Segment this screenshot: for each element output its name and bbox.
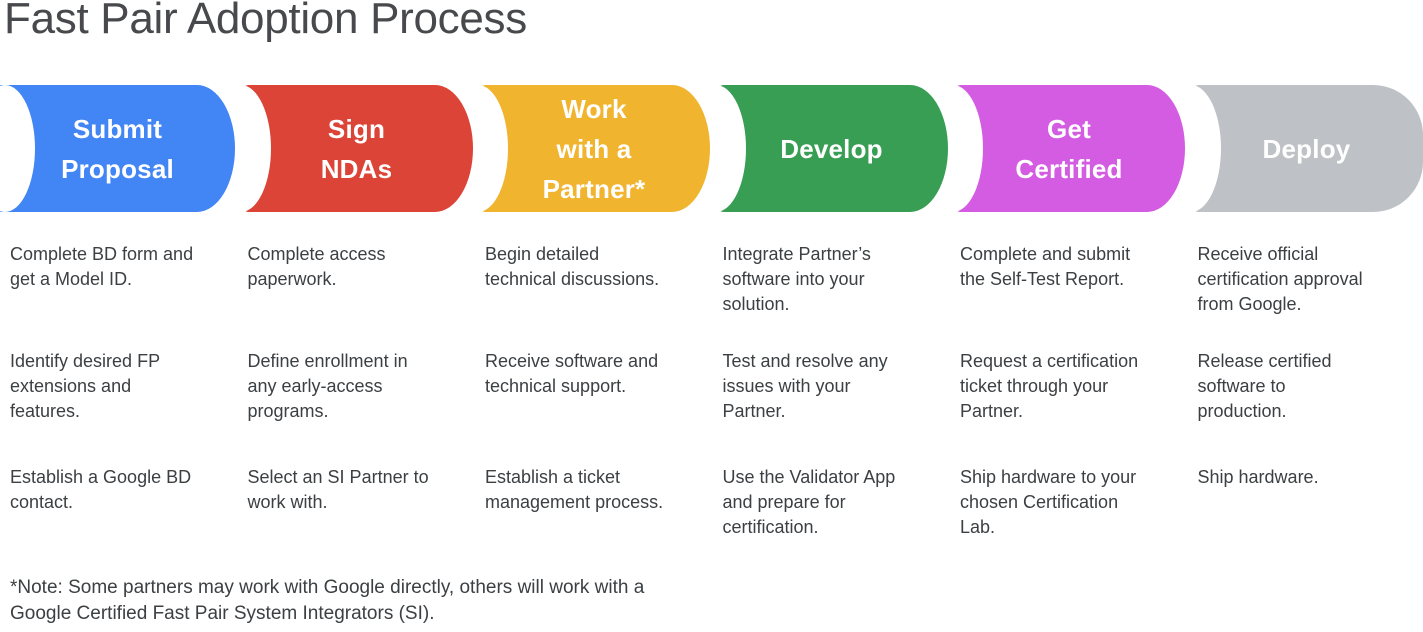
stage-shape [1190, 85, 1423, 212]
step-text: Complete and submit the Self-Test Report… [960, 244, 1131, 289]
stage-get-certified: Get Certified [953, 85, 1185, 212]
steps-column-get-certified: Complete and submit the Self-Test Report… [960, 0, 1185, 632]
step-text: Release certified software to production… [1197, 351, 1332, 421]
stage-shape [715, 85, 948, 212]
stage-label: Submit Proposal [61, 113, 174, 184]
step-text: Define enrollment in any early-access pr… [247, 351, 408, 421]
steps-column-sign-ndas: Complete access paperwork. Define enroll… [248, 0, 473, 632]
stage-sign-ndas: Sign NDAs [240, 85, 473, 212]
step-text: Use the Validator App and prepare for ce… [722, 467, 896, 537]
step-text: Test and resolve any issues with your Pa… [722, 351, 888, 421]
stage-shape [953, 85, 1185, 212]
step-text: Ship hardware. [1197, 467, 1319, 487]
stage-shape [0, 85, 235, 212]
steps-column-work-with-partner: Begin detailed technical discussions. Re… [485, 0, 710, 632]
step-text: Complete access paperwork. [247, 244, 386, 289]
step-text: Establish a Google BD contact. [10, 467, 192, 512]
process-stages: Submit Proposal Sign NDAs Work with a Pa… [0, 85, 1423, 212]
stage-submit-proposal: Submit Proposal [0, 85, 235, 212]
page-title: Fast Pair Adoption Process [4, 0, 527, 43]
step-text: Ship hardware to your chosen Certificati… [960, 467, 1137, 537]
stage-label: Sign NDAs [320, 113, 393, 184]
stage-label: Develop [780, 133, 883, 164]
stage-shape [478, 85, 710, 212]
stage-shape [240, 85, 473, 212]
stage-deploy: Deploy [1190, 85, 1423, 212]
step-text: Integrate Partner’s software into your s… [722, 244, 871, 314]
footnote: *Note: Some partners may work with Googl… [10, 577, 645, 624]
stage-label: Work with a Partner* [542, 93, 646, 204]
step-text: Establish a ticket management process. [485, 467, 664, 512]
steps-column-submit-proposal: Complete BD form and get a Model ID. Ide… [10, 0, 235, 632]
step-text: Complete BD form and get a Model ID. [10, 244, 194, 289]
step-text: Identify desired FP extensions and featu… [10, 351, 161, 421]
stage-develop: Develop [715, 85, 948, 212]
step-text: Select an SI Partner to work with. [247, 467, 429, 512]
stage-work-with-partner: Work with a Partner* [478, 85, 710, 212]
steps-column-develop: Integrate Partner’s software into your s… [723, 0, 948, 632]
steps-column-deploy: Receive official certification approval … [1198, 0, 1423, 632]
stage-label: Deploy [1262, 133, 1351, 164]
stage-label: Get Certified [1015, 113, 1123, 184]
step-text: Receive official certification approval … [1197, 244, 1363, 314]
step-text: Receive software and technical support. [485, 351, 659, 396]
step-text: Request a certification ticket through y… [960, 351, 1139, 421]
step-text: Begin detailed technical discussions. [485, 244, 660, 289]
